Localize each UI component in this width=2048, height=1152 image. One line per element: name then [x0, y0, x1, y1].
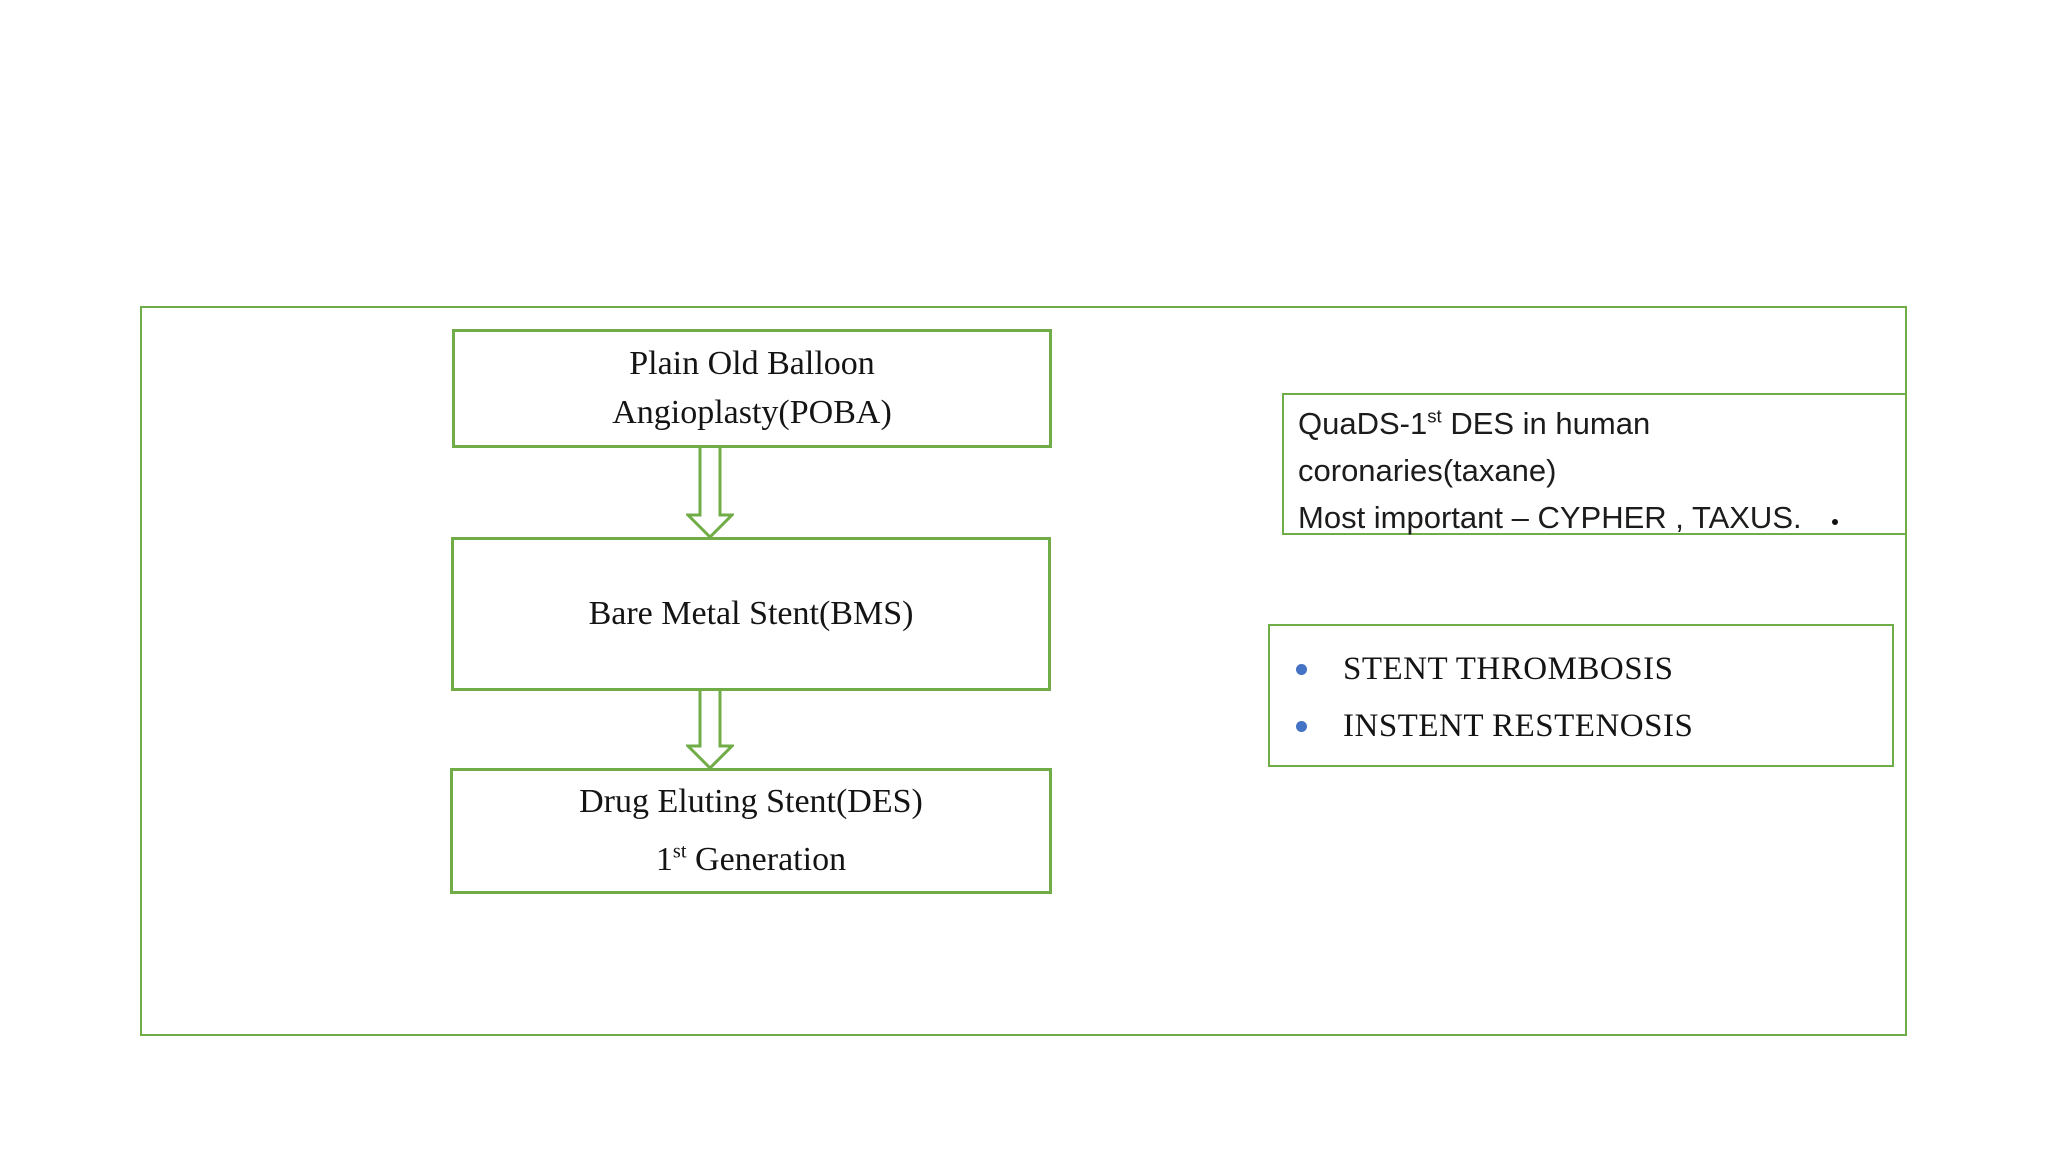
flow-node-bms: Bare Metal Stent(BMS) — [451, 537, 1051, 691]
note-line2: coronaries(taxane) — [1298, 453, 1557, 488]
note-line1-prefix: QuaDS-1 — [1298, 406, 1428, 441]
flow-node-poba: Plain Old Balloon Angioplasty(POBA) — [452, 329, 1052, 448]
bms-label: Bare Metal Stent(BMS) — [588, 594, 914, 632]
bullet-list-box: STENT THROMBOSIS INSTENT RESTENOSIS — [1268, 624, 1894, 767]
note-box-quads: QuaDS-1st DES in human coronaries(taxane… — [1282, 393, 1907, 535]
note-line1-ordinal: st — [1427, 405, 1442, 427]
down-arrow-icon — [686, 691, 734, 770]
down-arrow-icon — [686, 448, 734, 539]
note-line1: QuaDS-1st DES in human — [1298, 400, 1895, 447]
des-label-line2: 1st Generation — [656, 836, 846, 884]
bullet-label: INSTENT RESTENOSIS — [1343, 707, 1694, 744]
note-line3: Most important – CYPHER , TAXUS. — [1298, 500, 1802, 535]
des-gen-number: 1 — [655, 841, 673, 878]
bullet-icon — [1296, 720, 1307, 732]
des-gen-text: Generation — [686, 841, 847, 878]
bullet-icon — [1296, 663, 1307, 675]
stray-dot — [1832, 519, 1838, 525]
des-label-line1: Drug Eluting Stent(DES) — [579, 782, 923, 820]
poba-label-line2: Angioplasty(POBA) — [612, 393, 892, 431]
diagram-frame — [140, 306, 1907, 1036]
flow-node-des: Drug Eluting Stent(DES) 1st Generation — [450, 768, 1052, 894]
poba-label-line1: Plain Old Balloon — [629, 345, 875, 383]
list-item: INSTENT RESTENOSIS — [1286, 702, 1882, 750]
note-line1-rest: DES in human — [1441, 406, 1651, 441]
list-item: STENT THROMBOSIS — [1286, 645, 1882, 693]
bullet-label: STENT THROMBOSIS — [1343, 650, 1674, 687]
des-gen-ordinal: st — [672, 840, 687, 863]
